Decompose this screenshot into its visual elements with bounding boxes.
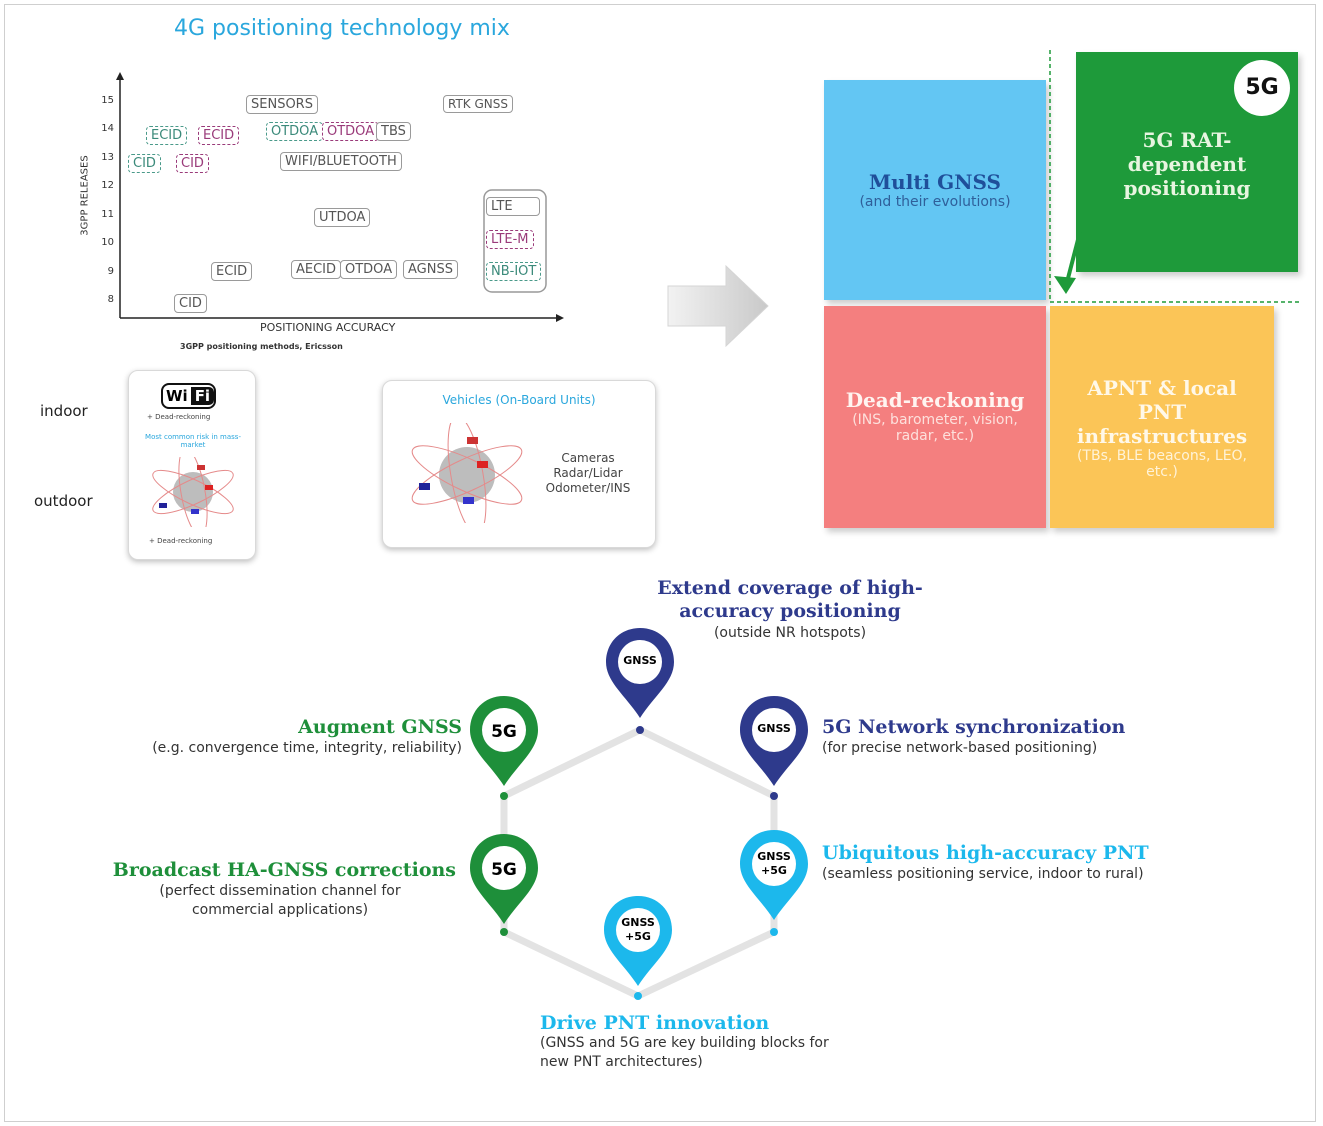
vehicle-sensor-line: Cameras <box>561 451 615 465</box>
quad-multi-gnss: Multi GNSS (and their evolutions) <box>824 80 1046 300</box>
tick-9: 9 <box>107 266 114 277</box>
box-lte: LTE <box>486 197 540 216</box>
wifi-card-mid: Most common risk in mass-market <box>145 433 241 449</box>
quad-apnt-title: APNT & local PNT infrastructures <box>1076 376 1248 448</box>
tick-12: 12 <box>101 180 114 191</box>
box-cid-purple: CID <box>176 154 209 173</box>
tick-10: 10 <box>101 237 114 248</box>
quad-dead-reckoning: Dead-reckoning (INS, barometer, vision, … <box>824 306 1046 528</box>
quad-5g-rat: 5G RAT- dependent positioning <box>1076 52 1298 272</box>
quad-apnt: APNT & local PNT infrastructures (TBs, B… <box>1050 306 1274 528</box>
page-frame <box>4 4 1316 1122</box>
pin-gnss-top-icon <box>606 628 674 718</box>
tick-11: 11 <box>101 209 114 220</box>
vehicle-sensor-line: Radar/Lidar <box>553 466 623 480</box>
quad-dead-sub: (INS, barometer, vision, radar, etc.) <box>852 412 1018 444</box>
roadmap-hexagon <box>500 726 778 1000</box>
pin-gnss-right-icon <box>740 696 808 786</box>
badge-5g-icon: 5G <box>1234 60 1290 116</box>
right-arrow-icon <box>667 264 769 348</box>
quad-dashed-guides <box>1049 50 1302 303</box>
ubiquitous-title: Ubiquitous high-accuracy PNT <box>822 842 1149 864</box>
pin-5g-lower-icon <box>470 834 538 924</box>
outdoor-label: outdoor <box>34 492 93 510</box>
tick-13: 13 <box>101 152 114 163</box>
pin-5g-lower-label: 5G <box>491 860 517 880</box>
wifi-card-bottom: + Dead-reckoning <box>149 537 213 545</box>
box-sensors: SENSORS <box>246 95 318 114</box>
chart-axes <box>116 72 564 322</box>
wifi-logo-wi: Wi <box>166 387 188 405</box>
tick-14: 14 <box>101 123 114 134</box>
pin-5g-left-icon <box>470 696 538 786</box>
diagram-title: 4G positioning technology mix <box>174 16 510 41</box>
box-cid-green: CID <box>128 154 161 173</box>
pin-gnss-right-label: GNSS <box>757 722 791 735</box>
box-rtk-gnss: RTK GNSS <box>443 95 513 113</box>
box-otdoa-green: OTDOA <box>266 122 324 141</box>
quad-5g-rat-title: 5G RAT- dependent positioning <box>1123 128 1251 200</box>
wifi-logo-fi: Fi <box>190 387 215 405</box>
ubiquitous-sub: (seamless positioning service, indoor to… <box>822 866 1144 882</box>
pin-gnss5g-right-line2: +5G <box>761 864 787 877</box>
pin-gnss5g-right-line1: GNSS <box>757 850 791 863</box>
chart-area: 3GPP RELEASES 15 14 13 12 11 10 9 8 SENS… <box>70 70 590 360</box>
broadcast-sub: (perfect dissemination channel for comme… <box>159 883 401 918</box>
vehicle-card: Vehicles (On-Board Units) Cameras Radar/… <box>382 380 656 548</box>
vehicle-sensor-line: Odometer/INS <box>545 481 631 495</box>
box-otdoa-9: OTDOA <box>340 260 398 279</box>
quad-apnt-sub: (TBs, BLE beacons, LEO, etc.) <box>1076 448 1248 480</box>
pin-gnss5g-right-icon <box>740 830 808 920</box>
x-axis-label: POSITIONING ACCURACY <box>260 321 396 334</box>
pin-gnss5g-bottom-line2: +5G <box>625 930 651 943</box>
badge-5g-text: 5G <box>1245 75 1279 100</box>
box-ecid-9: ECID <box>211 262 253 281</box>
box-cid-8: CID <box>174 294 207 313</box>
vehicle-card-title: Vehicles (On-Board Units) <box>442 393 596 407</box>
pin-gnss5g-bottom-icon <box>604 896 672 986</box>
pin-gnss-top-label: GNSS <box>623 654 657 667</box>
box-nb-iot: NB-IOT <box>486 262 542 281</box>
vehicle-sensors: Cameras Radar/Lidar Odometer/INS <box>533 451 643 496</box>
broadcast-title: Broadcast HA-GNSS corrections <box>112 859 456 881</box>
sync-title: 5G Network synchronization <box>822 716 1126 738</box>
box-otdoa-purple: OTDOA <box>322 122 380 141</box>
indoor-label: indoor <box>40 402 88 420</box>
pin-5g-left-label: 5G <box>491 722 517 742</box>
box-tbs: TBS <box>376 122 411 141</box>
pin-gnss5g-right-label: GNSS +5G <box>748 850 800 878</box>
drive-title: Drive PNT innovation <box>540 1012 770 1034</box>
sync-sub: (for precise network-based positioning) <box>822 740 1098 756</box>
extend-coverage-title: Extend coverage of high- accuracy positi… <box>657 577 923 622</box>
quad-multi-gnss-title: Multi GNSS <box>869 170 1001 194</box>
box-ecid-purple: ECID <box>198 126 240 145</box>
tick-15: 15 <box>101 95 114 106</box>
pin-gnss5g-bottom-label: GNSS +5G <box>612 916 664 944</box>
chart-source: 3GPP positioning methods, Ericsson <box>180 342 343 351</box>
extend-coverage-sub: (outside NR hotspots) <box>713 625 867 641</box>
box-aecid: AECID <box>291 260 342 279</box>
box-ecid-green: ECID <box>146 126 188 145</box>
box-wifi-bluetooth: WIFI/BLUETOOTH <box>280 152 402 171</box>
drive-sub: (GNSS and 5G are key building blocks for… <box>540 1035 829 1070</box>
satellite-globe-icon-large <box>411 423 523 523</box>
satellite-globe-icon <box>152 457 234 527</box>
box-utdoa: UTDOA <box>314 208 371 227</box>
quad-dead-title: Dead-reckoning <box>845 388 1025 412</box>
box-agnss: AGNSS <box>403 260 458 279</box>
pin-gnss5g-bottom-line1: GNSS <box>621 916 655 929</box>
augment-gnss-sub: (e.g. convergence time, integrity, relia… <box>152 740 462 756</box>
tick-8: 8 <box>107 294 114 305</box>
box-lte-m: LTE-M <box>486 230 534 249</box>
quad-multi-gnss-sub: (and their evolutions) <box>859 194 1011 210</box>
wifi-card-top: + Dead-reckoning <box>147 413 211 421</box>
augment-gnss-title: Augment GNSS <box>298 716 462 738</box>
